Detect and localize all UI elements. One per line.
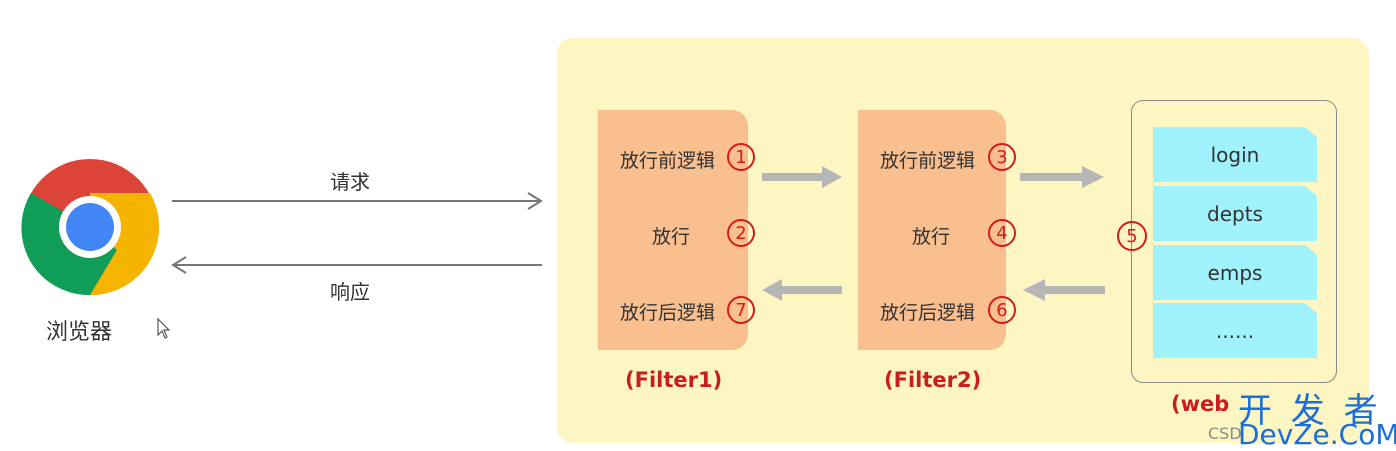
- request-label: 请求: [330, 170, 370, 194]
- browser-label: 浏览器: [46, 320, 113, 345]
- filter1-box: [598, 110, 748, 350]
- step-2-badge: 2: [727, 219, 755, 247]
- response-arrow: [171, 256, 542, 274]
- filter1-caption: (Filter1): [625, 368, 723, 392]
- filter2-post-logic-label: 放行后逻辑: [880, 302, 976, 324]
- web-item-more: ......: [1153, 303, 1317, 358]
- web-item-depts: depts: [1153, 186, 1317, 241]
- web-item-login: login: [1153, 127, 1317, 182]
- flow-arrow-f2-to-web: [1020, 166, 1104, 188]
- mouse-cursor-icon: [157, 318, 171, 339]
- flow-arrow-f1-to-f2: [762, 166, 842, 188]
- filter2-caption: (Filter2): [884, 368, 982, 392]
- step-7-badge: 7: [727, 296, 755, 324]
- watermark-title: 开 发 者: [1238, 391, 1382, 431]
- filter1-post-logic-label: 放行后逻辑: [620, 302, 716, 324]
- filter1-pass-label: 放行: [652, 226, 691, 248]
- web-item-emps: emps: [1153, 245, 1317, 300]
- web-caption: (web: [1171, 392, 1230, 416]
- step-1-badge: 1: [727, 143, 755, 171]
- request-arrow: [172, 192, 543, 210]
- step-4-badge: 4: [988, 219, 1016, 247]
- filter1-pre-logic-label: 放行前逻辑: [620, 150, 716, 172]
- filter2-pre-logic-label: 放行前逻辑: [880, 150, 976, 172]
- step-3-badge: 3: [988, 143, 1016, 171]
- flow-arrow-f2-to-f1: [762, 279, 842, 301]
- request-response-arrows: [171, 192, 543, 274]
- step-5-badge: 5: [1117, 221, 1147, 251]
- response-label: 响应: [330, 280, 370, 304]
- flow-arrows: [762, 166, 1105, 301]
- watermark-site: DevZe.CoM: [1238, 418, 1396, 451]
- flow-arrow-web-to-f2: [1023, 279, 1105, 301]
- chrome-browser-icon: [21, 159, 160, 296]
- watermark-csd: CSD: [1208, 424, 1242, 443]
- step-6-badge: 6: [988, 296, 1016, 324]
- filter2-box: [858, 110, 1006, 350]
- filter2-pass-label: 放行: [912, 226, 951, 248]
